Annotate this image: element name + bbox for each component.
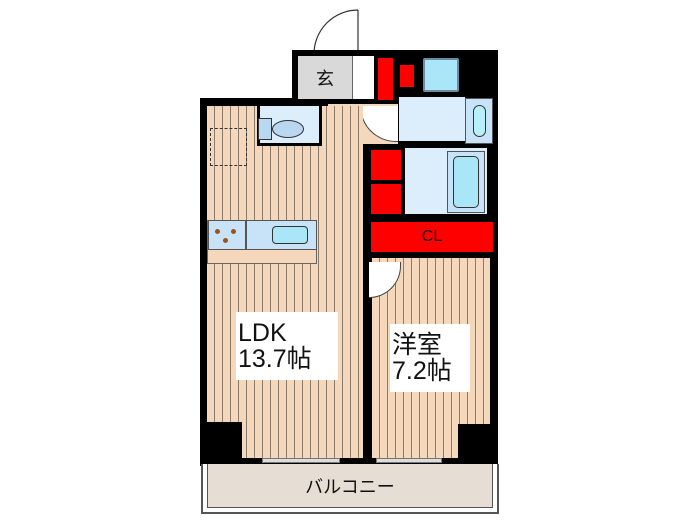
ldk-floor: [207, 106, 363, 458]
sink-icon: [246, 220, 317, 250]
shoe-cabinet: [378, 58, 393, 100]
bathtub-icon: [447, 151, 485, 213]
entrance-area: 玄: [298, 56, 352, 99]
balcony: バルコニー: [201, 464, 499, 514]
entrance-door: [352, 56, 374, 99]
washing-machine-icon: [423, 58, 459, 92]
ldk-size: 13.7帖: [238, 345, 312, 373]
window-western: [376, 458, 442, 463]
western-room-name: 洋室: [392, 330, 443, 359]
western-room-label: 洋室 7.2帖: [390, 324, 470, 392]
ldk-name: LDK: [238, 318, 287, 347]
refrigerator-space: [210, 128, 247, 166]
storage-small: [400, 65, 414, 87]
washroom: [399, 97, 465, 141]
storage-red-upper: [371, 150, 401, 180]
ldk-label: LDK 13.7帖: [236, 312, 338, 380]
balcony-label: バルコニー: [207, 464, 493, 508]
stove-icon: [208, 220, 246, 250]
toilet-bowl-icon: [272, 120, 304, 138]
western-room-size: 7.2帖: [392, 357, 452, 385]
washbasin-icon: [465, 98, 493, 144]
toilet-icon: [258, 118, 272, 140]
closet: CL: [371, 222, 493, 252]
pillar-right: [458, 424, 498, 464]
storage-red-lower: [371, 184, 401, 214]
entrance-door-icon: [313, 9, 359, 56]
window-ldk: [262, 458, 340, 463]
pillar-left: [200, 422, 242, 464]
